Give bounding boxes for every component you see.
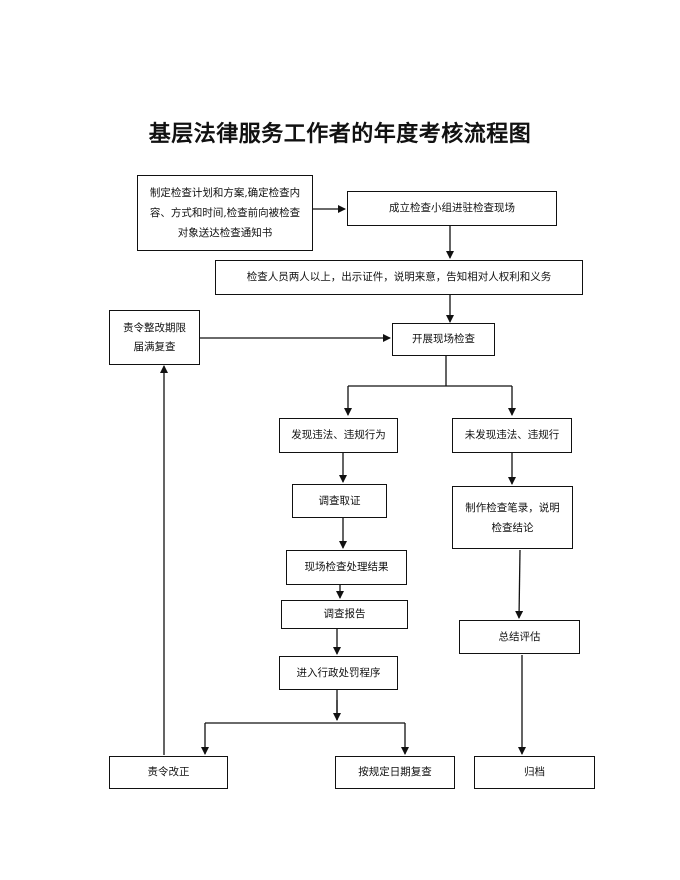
node-plan-label: 制定检查计划和方案,确定检查内容、方式和时间,检查前向被检查对象送达检查通知书 bbox=[149, 187, 301, 239]
node-plan: 制定检查计划和方案,确定检查内容、方式和时间,检查前向被检查对象送达检查通知书 bbox=[137, 175, 313, 251]
node-persons: 检查人员两人以上，出示证件，说明来意，告知相对人权利和义务 bbox=[215, 260, 583, 295]
node-evidence-label: 调查取证 bbox=[318, 494, 361, 507]
node-recheck-deadline-label: 责令整改期限届满复查 bbox=[123, 321, 186, 353]
node-recheck-date-label: 按规定日期复查 bbox=[358, 766, 432, 778]
node-record: 制作检查笔录，说明检查结论 bbox=[452, 486, 573, 549]
node-no-violation: 未发现违法、违规行 bbox=[452, 418, 572, 453]
node-penalty-label: 进入行政处罚程序 bbox=[296, 666, 381, 679]
node-report: 调查报告 bbox=[281, 600, 408, 629]
page-title: 基层法律服务工作者的年度考核流程图 bbox=[148, 121, 532, 147]
node-violation-found-label: 发现违法、违规行为 bbox=[291, 429, 386, 441]
node-no-violation-label: 未发现违法、违规行 bbox=[464, 429, 560, 441]
node-order-fix: 责令改正 bbox=[109, 756, 228, 789]
node-evidence: 调查取证 bbox=[292, 484, 387, 518]
node-record-label: 制作检查笔录，说明检查结论 bbox=[465, 501, 560, 534]
node-persons-label: 检查人员两人以上，出示证件，说明来意，告知相对人权利和义务 bbox=[246, 271, 552, 283]
node-recheck-deadline: 责令整改期限届满复查 bbox=[109, 310, 200, 365]
node-onsite-label: 开展现场检查 bbox=[412, 333, 475, 345]
node-order-fix-label: 责令改正 bbox=[147, 766, 190, 778]
node-result-label: 现场检查处理结果 bbox=[304, 561, 389, 573]
node-report-label: 调查报告 bbox=[323, 608, 366, 620]
node-archive-label: 归档 bbox=[524, 766, 545, 778]
arrow-record-to-summary bbox=[515, 549, 524, 619]
node-archive: 归档 bbox=[474, 756, 595, 789]
node-team-label: 成立检查小组进驻检查现场 bbox=[389, 202, 515, 214]
node-recheck-date: 按规定日期复查 bbox=[335, 756, 455, 789]
node-team: 成立检查小组进驻检查现场 bbox=[347, 191, 557, 226]
node-summary-label: 总结评估 bbox=[498, 630, 541, 643]
node-summary: 总结评估 bbox=[459, 620, 580, 654]
node-penalty: 进入行政处罚程序 bbox=[279, 656, 398, 690]
node-onsite: 开展现场检查 bbox=[392, 323, 495, 356]
node-violation-found: 发现违法、违规行为 bbox=[279, 418, 398, 453]
node-result: 现场检查处理结果 bbox=[286, 550, 407, 585]
